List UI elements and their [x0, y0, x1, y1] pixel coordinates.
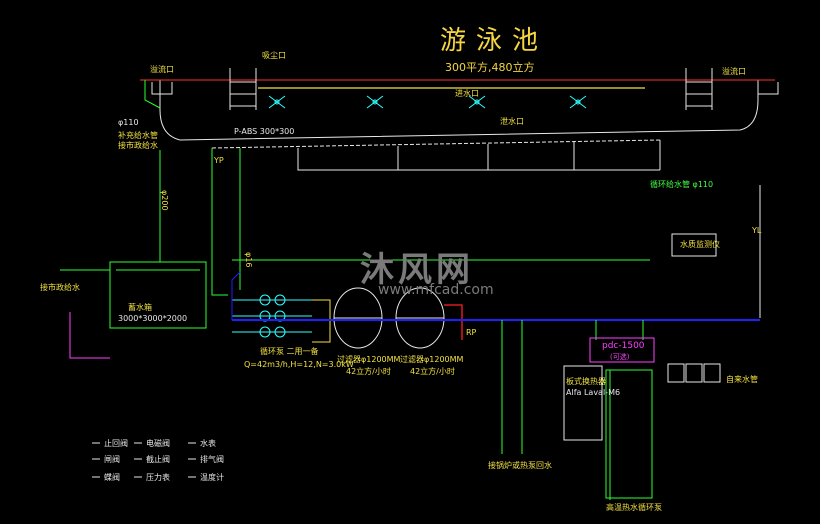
filters [333, 287, 445, 349]
supply-label-bottom: 接市政给水 [40, 283, 80, 292]
inlet-label: 进水口 [455, 89, 479, 98]
pump-spec-label: Q=42m3/h,H=12,N=3.0kW [244, 360, 354, 369]
rp-label: RP [466, 328, 477, 337]
heat-model-label: Alfa Laval-M6 [566, 388, 621, 397]
ladder-left [229, 68, 257, 110]
y16-label: φ16 [244, 252, 253, 268]
tank-label: 蓄水箱 [128, 303, 152, 312]
pipe-size-label: φ110 [118, 118, 139, 127]
pdc-note: (可选) [610, 353, 630, 361]
pdc-label: pdc-1500 [602, 341, 645, 351]
legend-item: 排气阀 [200, 455, 224, 464]
overflow-label-right: 溢流口 [722, 67, 746, 76]
pump-label: 循环泵 二用一备 [260, 347, 319, 356]
yl-drops [397, 140, 661, 170]
legend-item: 压力表 [146, 473, 170, 482]
make-up-label: 补充给水管 [118, 131, 158, 140]
boiler-label: 高温热水循环泵 [606, 503, 662, 512]
filter1-rate: 42立方/小时 [346, 367, 391, 376]
heat-branches [501, 320, 644, 500]
yl-label: YL [752, 226, 762, 235]
legend-item: 止回阀 [104, 439, 128, 448]
watermark-brand: 沐风网 [360, 250, 474, 290]
tank-size-label: 3000*3000*2000 [118, 314, 188, 323]
pdc-box [589, 337, 655, 363]
supply-label-top: 接市政给水 [118, 141, 158, 150]
heat-exchanger [563, 365, 603, 441]
legend-item: 截止阀 [146, 455, 170, 464]
legend-item: 温度计 [200, 473, 224, 482]
diagram-title: 游泳池 [440, 26, 549, 56]
return-pipe-label: 循环给水管 φ110 [650, 180, 714, 189]
suction-label: 吸尘口 [262, 51, 286, 60]
diagram-subtitle: 300平方,480立方 [445, 61, 535, 74]
drain-label: 泄水口 [500, 117, 524, 126]
boiler-box [605, 369, 653, 499]
filter2-rate: 42立方/小时 [410, 367, 455, 376]
heat-exchanger-label: 板式换热器 [566, 377, 606, 386]
pool-inlets [268, 95, 587, 109]
pool-outline [140, 79, 775, 141]
legend-item: 蝶阀 [104, 473, 120, 482]
magenta-pipe [69, 312, 110, 359]
chemical-tanks [667, 363, 721, 383]
heat-return-label: 接锅炉或热泵回水 [488, 461, 552, 470]
abs-label: P-ABS 300*300 [234, 127, 295, 136]
legend-item: 闸阀 [104, 455, 120, 464]
dosing-label: 水质监测仪 [680, 240, 720, 249]
pump-group [232, 294, 312, 338]
overflow-label-left: 溢流口 [150, 65, 174, 74]
yp-label: YP [214, 156, 224, 165]
legend-item: 电磁阀 [146, 439, 170, 448]
pipe-200-label: φ200 [160, 190, 169, 211]
chem-label: 自来水管 [726, 375, 758, 384]
filter1-label: 过滤器φ1200MM [337, 355, 401, 364]
legend-symbols [92, 442, 196, 478]
filter2-label: 过滤器φ1200MM [400, 355, 464, 364]
storage-tank [109, 261, 207, 329]
watermark-url: www.mfcad.com [378, 282, 494, 298]
dosing-box [671, 233, 717, 257]
legend-item: 水表 [200, 439, 216, 448]
red-pipe [444, 304, 463, 340]
return-header [297, 148, 660, 171]
ladder-right [685, 68, 713, 110]
green-pipes [60, 80, 650, 296]
inlet-header [211, 139, 661, 149]
overflow-pits [151, 82, 779, 95]
blue-riser [231, 271, 241, 320]
